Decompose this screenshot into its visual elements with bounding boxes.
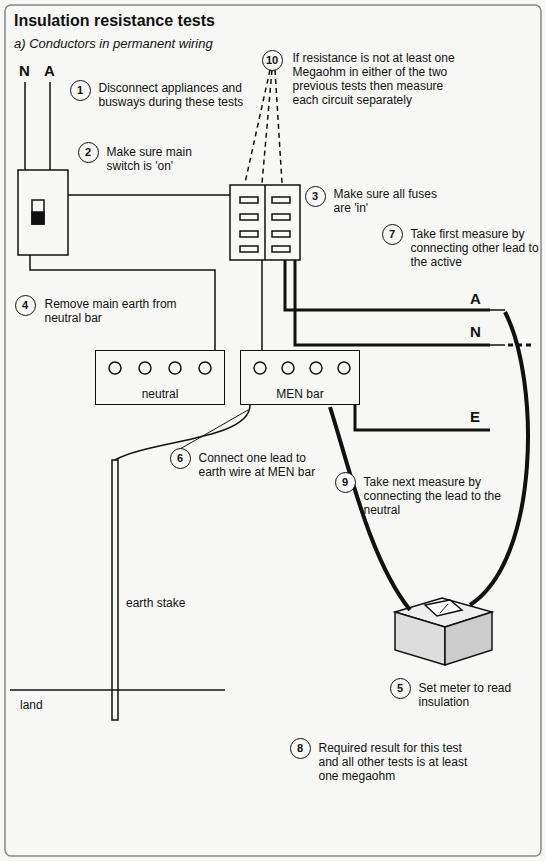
conductor-letter: A bbox=[44, 62, 55, 79]
callout-text: Make sure main switch is 'on' bbox=[107, 145, 227, 173]
conductor-letter: N bbox=[470, 323, 481, 340]
callout-number: 9 bbox=[336, 473, 355, 492]
part-label: earth stake bbox=[126, 596, 185, 610]
callout-number: 10 bbox=[263, 51, 282, 70]
switch-lever-on bbox=[32, 212, 44, 224]
part-label: land bbox=[20, 698, 43, 712]
callout-number: 2 bbox=[79, 143, 98, 162]
supply-wire bbox=[68, 194, 230, 196]
callout-number: 3 bbox=[306, 187, 325, 206]
conductor-letter: E bbox=[470, 408, 480, 425]
neutral-conductor-tip bbox=[490, 344, 505, 346]
callout-text: Set meter to read insulation bbox=[419, 681, 539, 709]
mains-active-wire bbox=[49, 82, 51, 170]
callout-text: Take first measure by connecting other l… bbox=[411, 227, 541, 269]
callout-text: If resistance is not at least one Megaoh… bbox=[293, 51, 473, 107]
neutral-terminals bbox=[109, 362, 211, 374]
active-conductor-tip bbox=[490, 309, 505, 311]
callout-text: Remove main earth from neutral bar bbox=[45, 297, 195, 325]
switch-lever bbox=[32, 200, 44, 224]
meter-front bbox=[395, 612, 445, 665]
callout-number: 4 bbox=[16, 296, 35, 315]
callout-text: Connect one lead to earth wire at MEN ba… bbox=[199, 451, 329, 479]
earth-wire-to-men bbox=[261, 260, 263, 350]
next-lead-position bbox=[508, 344, 535, 347]
fuse-board bbox=[230, 185, 300, 260]
callout-circle: 8Required result for this test and all o… bbox=[290, 738, 311, 759]
callout-circle: 4Remove main earth from neutral bar bbox=[15, 295, 36, 316]
callout-number: 5 bbox=[391, 679, 410, 698]
subtitle: a) Conductors in permanent wiring bbox=[14, 36, 213, 51]
callout-text: Disconnect appliances and busways during… bbox=[99, 81, 249, 109]
callout-text: Make sure all fuses are 'in' bbox=[334, 187, 454, 215]
test-lead-active bbox=[470, 312, 528, 605]
terminal-bar: neutral bbox=[95, 350, 225, 405]
callout-circle: 5Set meter to read insulation bbox=[390, 678, 411, 699]
callout-circle: 6Connect one lead to earth wire at MEN b… bbox=[170, 448, 191, 469]
conductor-letter: N bbox=[19, 62, 30, 79]
fuse-board-divider bbox=[264, 185, 266, 260]
callout-10-pointers bbox=[245, 70, 282, 183]
earth-stake bbox=[112, 460, 118, 720]
neutral-link-wire bbox=[30, 255, 215, 350]
men-terminals bbox=[254, 362, 350, 374]
meter-side bbox=[445, 612, 492, 665]
diagram-title: Insulation resistance tests bbox=[14, 12, 215, 30]
callout-circle: 3Make sure all fuses are 'in' bbox=[305, 186, 326, 207]
earth-cable bbox=[355, 405, 490, 430]
callout-6-pointer bbox=[180, 410, 248, 449]
main-switch-box bbox=[18, 170, 68, 255]
bar-label: MEN bar bbox=[241, 387, 359, 401]
meter-needle bbox=[440, 604, 448, 613]
mains-neutral-wire bbox=[24, 82, 26, 170]
fuses bbox=[240, 197, 290, 252]
neutral-cable bbox=[295, 260, 490, 345]
conductor-letter: A bbox=[470, 290, 481, 307]
callout-circle: 1Disconnect appliances and busways durin… bbox=[70, 80, 91, 101]
callout-number: 7 bbox=[383, 225, 402, 244]
callout-circle: 2Make sure main switch is 'on' bbox=[78, 142, 99, 163]
callout-circle: 9Take next measure by connecting the lea… bbox=[335, 472, 356, 493]
bar-label: neutral bbox=[96, 387, 224, 401]
terminal-bar: MEN bar bbox=[240, 350, 360, 405]
ground-line bbox=[10, 689, 225, 691]
figure-frame bbox=[5, 5, 541, 856]
callout-circle: 10If resistance is not at least one Mega… bbox=[262, 50, 283, 71]
callout-number: 6 bbox=[171, 449, 190, 468]
callout-number: 8 bbox=[291, 739, 310, 758]
meter-dial bbox=[425, 600, 462, 616]
callout-text: Required result for this test and all ot… bbox=[319, 741, 479, 783]
callout-text: Take next measure by connecting the lead… bbox=[364, 475, 504, 517]
callout-number: 1 bbox=[71, 81, 90, 100]
callout-circle: 7Take first measure by connecting other … bbox=[382, 224, 403, 245]
